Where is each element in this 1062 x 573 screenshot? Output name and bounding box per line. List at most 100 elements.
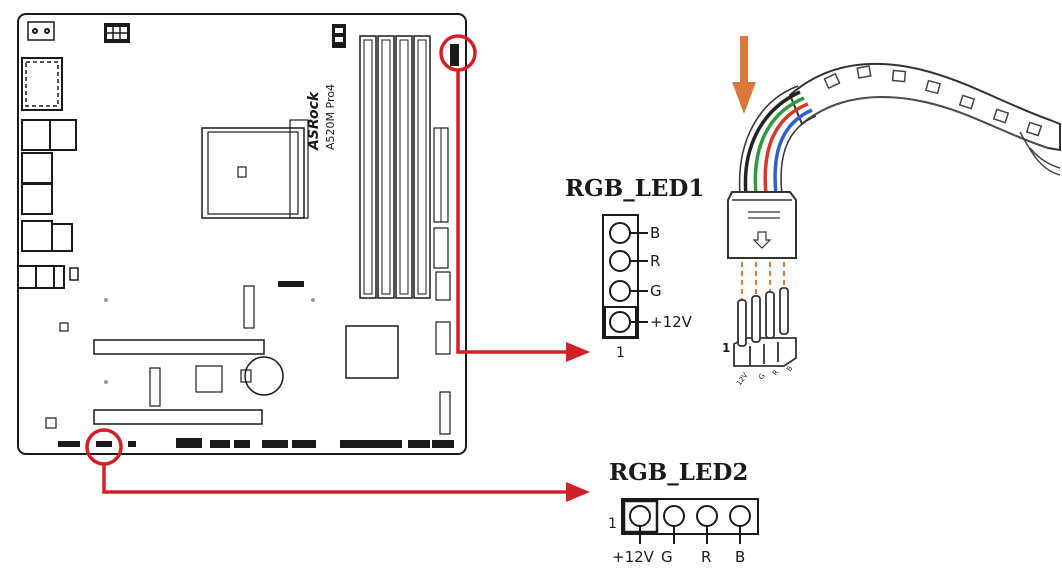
bottom-header: [234, 440, 250, 448]
mount-hole: [104, 298, 108, 302]
dimm-slot-inner: [417, 39, 427, 295]
rgb-led2-housing: [621, 498, 759, 535]
sata-connector: [435, 321, 451, 355]
led-chip: [992, 108, 1010, 124]
bottom-header: [210, 440, 230, 448]
io-usb-port: [21, 152, 53, 184]
connector-pin-label-g: G: [757, 372, 767, 381]
rgb-led2-label-g: G: [661, 548, 673, 566]
bottom-header: [262, 440, 288, 448]
bottom-header: [292, 440, 316, 448]
connector-pin-label-b: B: [785, 364, 794, 373]
rgb-led2-title: RGB_LED2: [609, 459, 748, 486]
rgb-led2-pin-b: [729, 505, 751, 527]
led-strip-illustration: 1 12V G R B: [722, 36, 1061, 387]
pcie-slot: [93, 409, 263, 425]
led-chip: [891, 69, 907, 83]
atx-power-connector-lower: [433, 227, 449, 269]
m2-connector: [439, 391, 451, 435]
io-vga-port-inner: [25, 61, 59, 107]
bottom-header: [340, 440, 402, 448]
rgb-led1-pin1-label: 1: [616, 345, 625, 361]
dimm-slot: [359, 35, 377, 299]
rgb-led1-label-12v: +12V: [650, 313, 693, 331]
wire-red: [763, 102, 809, 196]
pcie-slot: [93, 339, 265, 355]
dimm-slot: [377, 35, 395, 299]
io-lan-port: [51, 223, 73, 252]
io-audio-port: [53, 265, 65, 289]
callout-rgb-led2: [85, 428, 590, 502]
strip-cut-line: [1019, 131, 1061, 176]
bottom-header: [176, 438, 202, 448]
rgb-led1-pin-r: [609, 250, 631, 272]
top-left-header: [332, 24, 346, 48]
m2-slot-lower: [149, 367, 161, 407]
small-chip: [240, 369, 252, 383]
rgb-led1-pinout: RGB_LED1 B R G +12V 1: [565, 175, 704, 361]
rgb-led2-pin-g: [663, 505, 685, 527]
rgb-led2-pin-12v: [629, 505, 651, 527]
wire-bundle-outline: [738, 85, 817, 196]
rgb-led1-label-b: B: [650, 224, 660, 242]
io-vga-port: [21, 57, 63, 111]
callout-arrowhead-bottom: [566, 482, 590, 502]
strip-cut-line: [1029, 147, 1061, 169]
rgb-led1-label-r: R: [650, 252, 660, 270]
led-chip: [856, 65, 872, 79]
rgb-led1-pin-b: [609, 222, 631, 244]
callout-rgb-led1: [439, 34, 590, 362]
connector-pin1-label: 1: [722, 341, 730, 355]
io-usb-port: [21, 119, 51, 151]
cmos-battery: [244, 356, 284, 396]
callout-line-bottom: [102, 464, 570, 494]
chipset: [345, 325, 399, 379]
arrow-head: [732, 82, 756, 114]
rgb-led2-pinout: RGB_LED2 1 +12V G R B: [608, 459, 759, 566]
dimm-slot-inner: [381, 39, 391, 295]
small-header: [335, 28, 343, 33]
bottom-headers: [58, 438, 454, 448]
top-right-header: [450, 44, 459, 66]
mount-hole: [104, 380, 108, 384]
dimm-slot: [395, 35, 413, 299]
rgb-led2-pin-r: [696, 505, 718, 527]
small-header: [335, 37, 343, 42]
chip: [195, 365, 223, 393]
rgb-led2-label-r: R: [701, 548, 711, 566]
io-usb-port: [21, 183, 53, 215]
fan-header: [278, 281, 304, 287]
led-header-pins: [733, 287, 797, 367]
cpu-socket-latch: [289, 119, 309, 219]
rgb-led2-label-b: B: [735, 548, 745, 566]
header-pin: [765, 291, 775, 339]
motherboard: [17, 13, 467, 455]
led-chip: [958, 94, 976, 110]
dimm-slot: [413, 35, 431, 299]
led-connector-body: [727, 191, 797, 259]
connector-pin-label-r: R: [771, 368, 780, 377]
bottom-header: [58, 441, 80, 447]
callout-line-top: [456, 70, 570, 354]
connector-pin-label-12v: 12V: [735, 371, 750, 387]
sata-connector: [435, 271, 451, 301]
wire-black: [743, 90, 801, 196]
insert-direction-arrow: [732, 36, 756, 114]
rgb-led2-header-onboard: [96, 441, 112, 447]
bottom-header: [408, 440, 430, 448]
board-branding: ASRock A520M Pro4: [306, 84, 337, 151]
io-lan-port: [21, 220, 53, 252]
callout-arrowhead-top: [566, 342, 590, 362]
rgb-led2-label-12v: +12V: [612, 548, 655, 566]
io-usb-port: [49, 119, 77, 151]
rgb-led1-title: RGB_LED1: [565, 175, 704, 202]
power-terminal-pin: [32, 28, 38, 34]
arrow-shaft: [740, 36, 748, 86]
led-chip: [823, 72, 841, 90]
led-chip: [1025, 121, 1043, 137]
bottom-header: [432, 440, 454, 448]
header-pin: [737, 299, 747, 347]
cpu-socket-inner: [207, 131, 299, 215]
cpu-socket: [201, 127, 305, 219]
